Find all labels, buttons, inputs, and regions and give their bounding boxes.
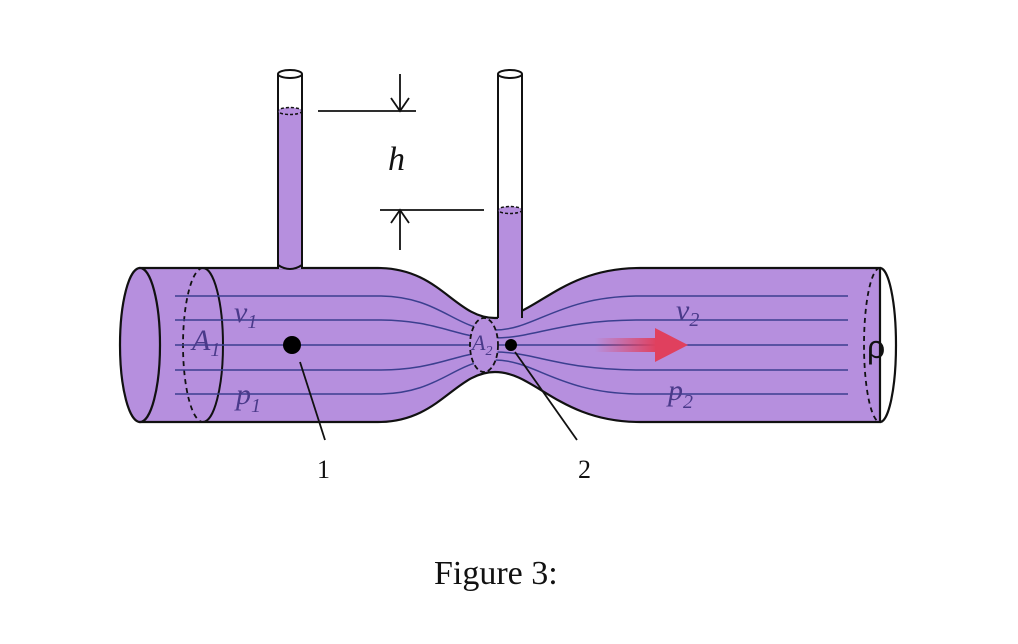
standpipe-1 xyxy=(277,69,303,270)
pipe-right-end-dashed xyxy=(863,267,881,423)
section-a2-outline xyxy=(469,317,499,373)
area-2-label: A2 xyxy=(470,330,492,359)
standpipe-2 xyxy=(497,69,523,320)
point-1-marker xyxy=(283,336,301,354)
pipe-left-end xyxy=(118,266,162,424)
area-1-label: A1 xyxy=(190,324,220,361)
point-2-leader xyxy=(514,351,578,441)
velocity-2-label: v2 xyxy=(676,294,699,331)
height-indicator xyxy=(318,74,484,250)
point-1-label: 1 xyxy=(317,455,330,484)
point-2-marker xyxy=(505,339,517,351)
figure-caption: Figure 3: xyxy=(434,555,558,592)
flow-direction-arrow xyxy=(595,328,688,362)
pressure-1-label: p1 xyxy=(234,378,261,417)
pressure-2-label: p2 xyxy=(666,374,693,413)
density-label: ρ xyxy=(867,329,885,365)
pipe-right-end xyxy=(879,266,898,424)
point-1-leader xyxy=(299,361,326,441)
height-label: h xyxy=(388,141,405,178)
point-2-label: 2 xyxy=(578,455,591,484)
velocity-1-label: v1 xyxy=(234,296,257,333)
